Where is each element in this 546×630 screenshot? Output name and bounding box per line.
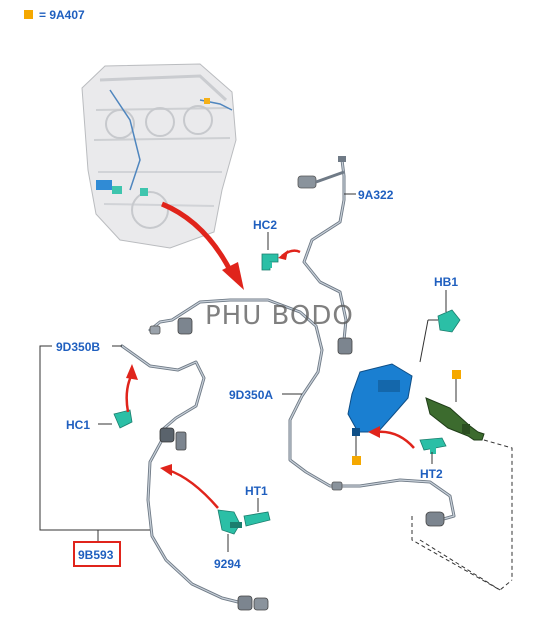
check-valve-icon bbox=[425, 397, 485, 441]
leaders bbox=[98, 193, 447, 552]
red-arrow-hc2 bbox=[278, 249, 301, 260]
hose-9b593 bbox=[146, 438, 248, 606]
label-9294: 9294 bbox=[214, 557, 241, 571]
legend: = 9A407 bbox=[24, 8, 85, 22]
fitting-mid-left bbox=[159, 427, 187, 451]
label-9d350b: 9D350B bbox=[56, 340, 100, 354]
hose-top bbox=[148, 298, 456, 522]
fitting-top-9a322 bbox=[297, 156, 346, 189]
hc1-connector-icon bbox=[113, 409, 133, 429]
orange-square-marker-icon-2 bbox=[352, 436, 361, 465]
label-9b593: 9B593 bbox=[78, 548, 114, 562]
label-hc1: HC1 bbox=[66, 418, 90, 432]
hose-9d350b bbox=[120, 344, 206, 432]
red-arrow-9294 bbox=[160, 464, 219, 509]
label-9a322: 9A322 bbox=[358, 188, 394, 202]
label-ht1: HT1 bbox=[245, 484, 268, 498]
label-ht2: HT2 bbox=[420, 467, 443, 481]
label-9d350a: 9D350A bbox=[229, 388, 273, 402]
label-hc2: HC2 bbox=[253, 218, 277, 232]
red-arrow-hc1 bbox=[125, 364, 138, 413]
ht1-connector-icon bbox=[243, 511, 271, 527]
fitting-solenoid-link bbox=[337, 337, 353, 355]
bracket-9b593 bbox=[39, 345, 150, 567]
fitting-upper-left bbox=[149, 317, 193, 335]
ht2-connector-icon bbox=[419, 437, 447, 454]
engine-block-icon bbox=[81, 63, 237, 249]
label-hb1: HB1 bbox=[434, 275, 458, 289]
solenoid-valve-icon bbox=[347, 363, 413, 436]
hc2-connector-icon bbox=[261, 253, 279, 271]
watermark: PHU BODO bbox=[205, 301, 354, 331]
highlight-box-9b593 bbox=[73, 541, 121, 567]
red-arrow-ht2 bbox=[368, 426, 415, 449]
hose-9a322 bbox=[302, 158, 352, 354]
orange-square-marker-icon-1 bbox=[452, 370, 461, 402]
dashed-frame bbox=[411, 439, 513, 591]
hb1-connector-icon bbox=[437, 309, 461, 333]
red-arrow-icon bbox=[161, 201, 244, 290]
sensor-9294-icon bbox=[217, 509, 242, 535]
clip-9d350a bbox=[331, 481, 343, 491]
fitting-bottom-end bbox=[237, 595, 269, 611]
legend-text: = 9A407 bbox=[39, 8, 85, 22]
fitting-lower-right bbox=[425, 511, 445, 527]
legend-swatch-icon bbox=[24, 10, 33, 19]
